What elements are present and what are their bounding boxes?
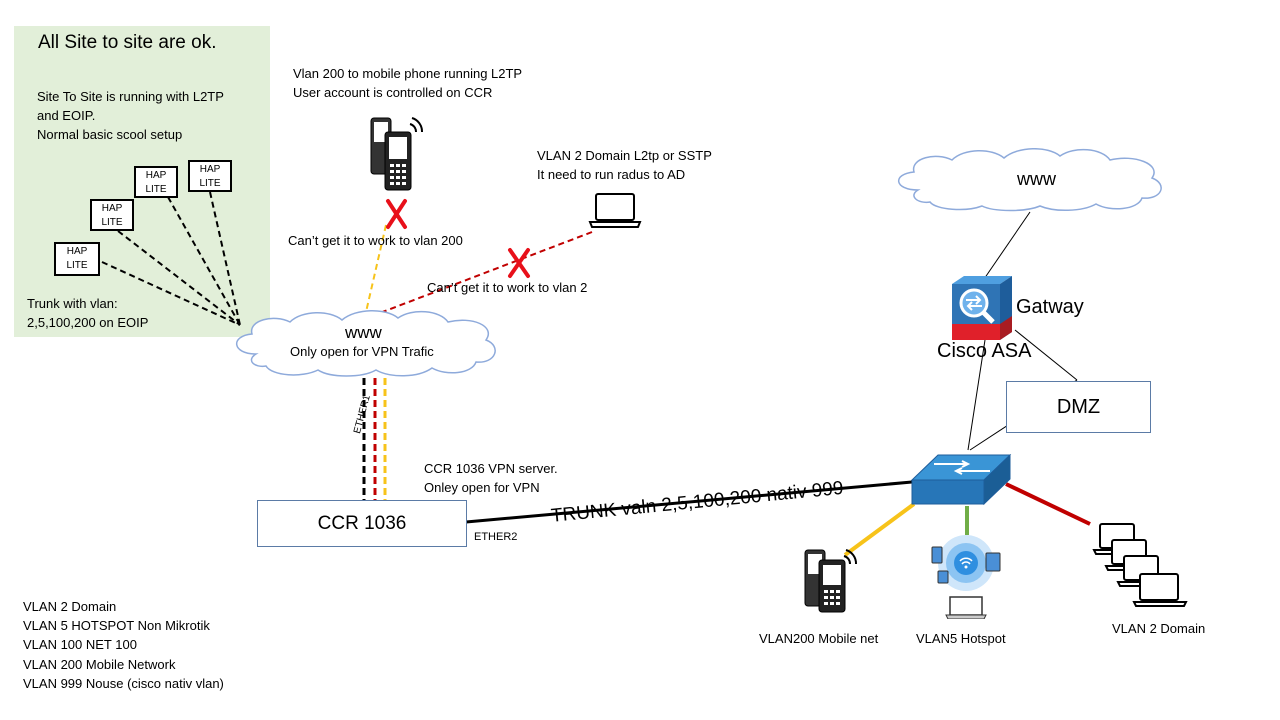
ether2-label: ETHER2 <box>474 531 518 543</box>
vlan200-note-2: User account is controlled on CCR <box>293 85 493 100</box>
vlan200-vpn-link <box>365 224 387 313</box>
laptop-icon <box>588 193 642 228</box>
wifi-hotspot-icon <box>931 535 1001 619</box>
mobile-phone-icon <box>370 117 423 191</box>
hotspot-label: VLAN5 Hotspot <box>916 631 1006 646</box>
vlan-legend-item: VLAN 5 HOTSPOT Non Mikrotik <box>23 618 210 633</box>
panel-line-1: Site To Site is running with L2TP <box>37 89 224 104</box>
ccr-router: CCR 1036 <box>257 500 467 547</box>
panel-line-3: Normal basic scool setup <box>37 127 183 142</box>
cisco-asa-label: Cisco ASA <box>937 340 1032 362</box>
ccr-note-2: Onley open for VPN <box>424 480 540 495</box>
right-cloud-title: www <box>1017 169 1056 189</box>
cisco-asa-firewall-icon <box>952 276 1012 340</box>
panel-title: All Site to site are ok. <box>38 32 217 53</box>
vlan-legend-item: VLAN 200 Mobile Network <box>23 657 176 672</box>
asa-dmz-link <box>1014 329 1078 381</box>
ccr-label: CCR 1036 <box>317 512 407 534</box>
trunk-vlan-line-2: 2,5,100,200 on EOIP <box>27 315 149 330</box>
switch-mobile-link <box>843 502 916 557</box>
internet-cloud-icon <box>235 310 496 377</box>
gateway-label: Gatway <box>1016 296 1084 318</box>
vlan2-note-2: It need to run radus to AD <box>537 167 686 182</box>
domain-computers-icon <box>1092 523 1188 607</box>
left-cloud-title: www <box>345 323 382 342</box>
trunk-link <box>465 480 913 524</box>
mobile-phone-icon <box>804 549 857 613</box>
vlan-legend-item: VLAN 100 NET 100 <box>23 637 137 652</box>
fail-vlan200-label: Can’t get it to work to vlan 200 <box>288 233 463 248</box>
vlan2-note-1: VLAN 2 Domain L2tp or SSTP <box>537 148 712 163</box>
asa-switch-link <box>967 339 986 451</box>
panel-line-2: and EOIP. <box>37 108 96 123</box>
www-asa-link <box>981 211 1031 283</box>
ccr-note-1: CCR 1036 VPN server. <box>424 461 558 476</box>
network-switch-icon <box>910 453 1012 506</box>
vlan-legend-item: VLAN 999 Nouse (cisco nativ vlan) <box>23 676 224 691</box>
switch-domain-link <box>1005 482 1091 526</box>
mobile-net-label: VLAN200 Mobile net <box>759 631 879 646</box>
vlan200-note-1: Vlan 200 to mobile phone running L2TP <box>293 66 523 81</box>
fail-x-icon <box>508 248 530 278</box>
internet-cloud-icon <box>898 148 1162 212</box>
dmz-label: DMZ <box>1056 395 1101 418</box>
trunk-vlan-line-1: Trunk with vlan: <box>27 296 118 311</box>
left-cloud-subtitle: Only open for VPN Trafic <box>290 344 434 359</box>
dmz-zone: DMZ <box>1006 381 1151 433</box>
vlan-legend-item: VLAN 2 Domain <box>23 599 117 614</box>
domain-label: VLAN 2 Domain <box>1112 621 1206 636</box>
fail-vlan2-label: Can’t get it to work to vlan 2 <box>427 280 588 295</box>
fail-x-icon <box>386 199 407 229</box>
